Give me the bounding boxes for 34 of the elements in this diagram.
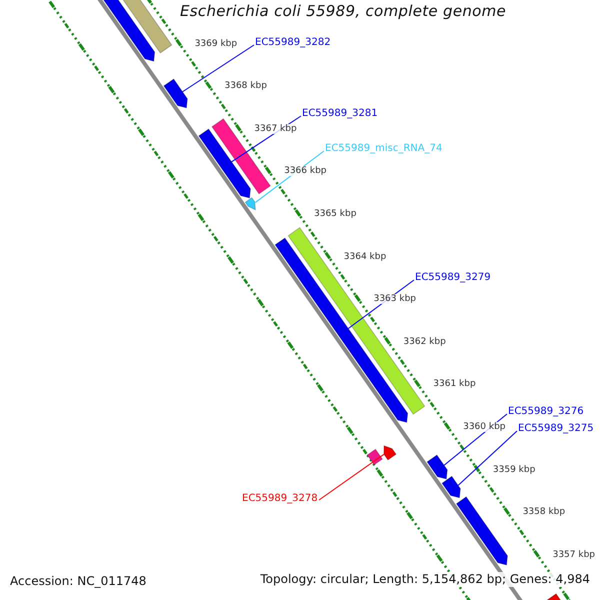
- leader-line: [318, 454, 384, 500]
- map-title: Escherichia coli 55989, complete genome: [180, 2, 506, 20]
- gene-label: EC55989_3281: [302, 108, 378, 119]
- gene-label: EC55989_3279: [415, 272, 491, 283]
- gene-feature: [244, 197, 256, 210]
- gene-label: EC55989_3275: [518, 423, 594, 434]
- gene-feature: [426, 454, 448, 480]
- tick-label: 3361 kbp: [433, 379, 476, 390]
- gene-label: EC55989_misc_RNA_74: [325, 143, 442, 154]
- genome-stats-text: Topology: circular; Length: 5,154,862 bp; Genes: 4,984: [260, 572, 590, 587]
- tick-label: 3367 kbp: [254, 124, 297, 134]
- gene-label: EC55989_3278: [242, 493, 318, 504]
- leader-line: [458, 430, 518, 486]
- tick-label: 3368 kbp: [224, 81, 267, 92]
- gene-feature: [366, 448, 383, 466]
- gene-feature: [198, 128, 251, 198]
- gene-label: EC55989_3282: [255, 37, 331, 48]
- tick-label: 3357 kbp: [552, 550, 595, 560]
- tick-label: 3364 kbp: [344, 252, 386, 262]
- accession-text: Accession: NC_011748: [10, 574, 146, 588]
- gene-feature: [456, 496, 508, 566]
- tick-label: 3366 kbp: [284, 166, 326, 176]
- gene-feature: [163, 78, 188, 108]
- gene-feature: [384, 445, 397, 461]
- tick-label: 3358 kbp: [522, 507, 566, 518]
- tick-label: 3369 kbp: [194, 38, 238, 49]
- tick-label: 3362 kbp: [403, 336, 446, 347]
- leader-line: [182, 44, 254, 92]
- tick-label: 3363 kbp: [374, 294, 416, 304]
- tick-label: 3359 kbp: [492, 464, 536, 474]
- gene-label: EC55989_3276: [508, 406, 584, 417]
- tick-label: 3365 kbp: [314, 209, 356, 219]
- gene-feature: [441, 476, 461, 498]
- tick-label: 3360 kbp: [463, 422, 506, 432]
